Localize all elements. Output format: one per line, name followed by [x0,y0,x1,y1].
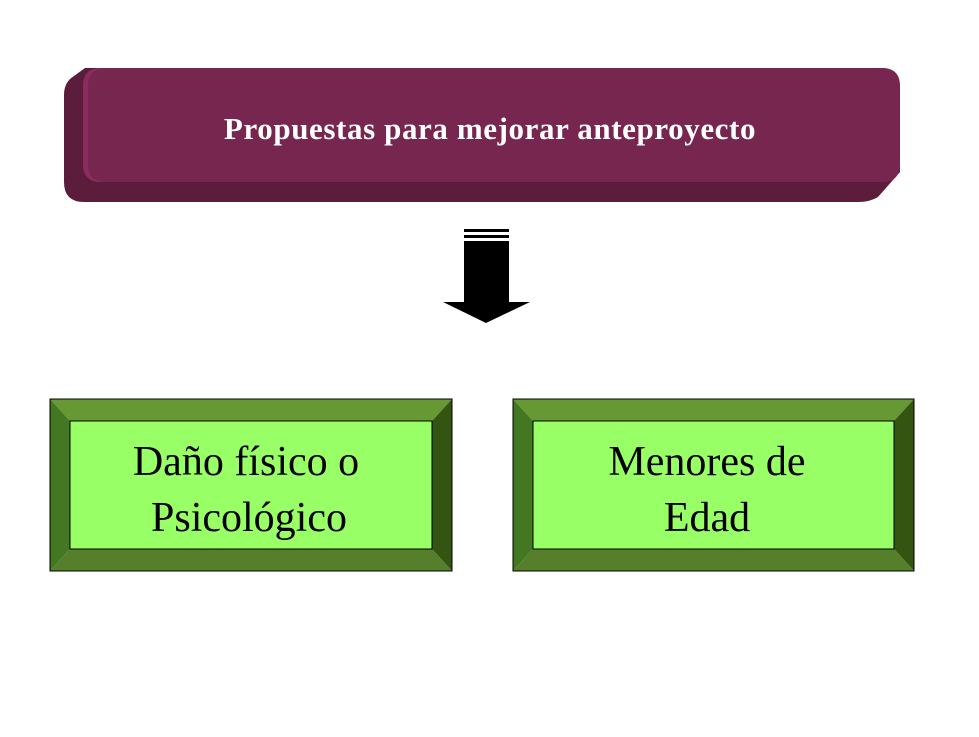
box-line-1: Menores de [608,439,805,485]
box-face [70,421,432,549]
box-bevel-bottom [513,549,914,571]
arrow-head [443,302,530,323]
box-bevel-left [50,399,70,571]
arrow-stripe-1 [464,229,509,232]
box-bevel-top [50,399,452,421]
box-bevel-bottom [50,549,452,571]
title-text: Propuestas para mejorar anteproyecto [224,111,756,146]
box-menores-edad: Menores de Edad [512,398,915,572]
box-line-2: Psicológico [151,495,347,541]
box-outline [49,398,453,572]
arrow-stripe-2 [464,235,509,238]
box-bevel-right [894,399,914,571]
box-face-outline [532,420,895,550]
box-bevel-right [432,399,452,571]
box-line-2: Edad [664,495,750,541]
box-dano-fisico: Daño físico o Psicológico [49,398,453,572]
box-outline [512,398,915,572]
down-arrow-icon [443,229,530,323]
title-banner: Propuestas para mejorar anteproyecto [64,68,900,202]
box-face [533,421,894,549]
box-face-outline [69,420,433,550]
arrow-shaft [464,241,509,303]
box-bevel-left [513,399,533,571]
title-banner-face [83,68,900,182]
title-banner-highlight [83,68,106,182]
box-line-1: Daño físico o [133,439,359,485]
box-bevel-top [513,399,914,421]
